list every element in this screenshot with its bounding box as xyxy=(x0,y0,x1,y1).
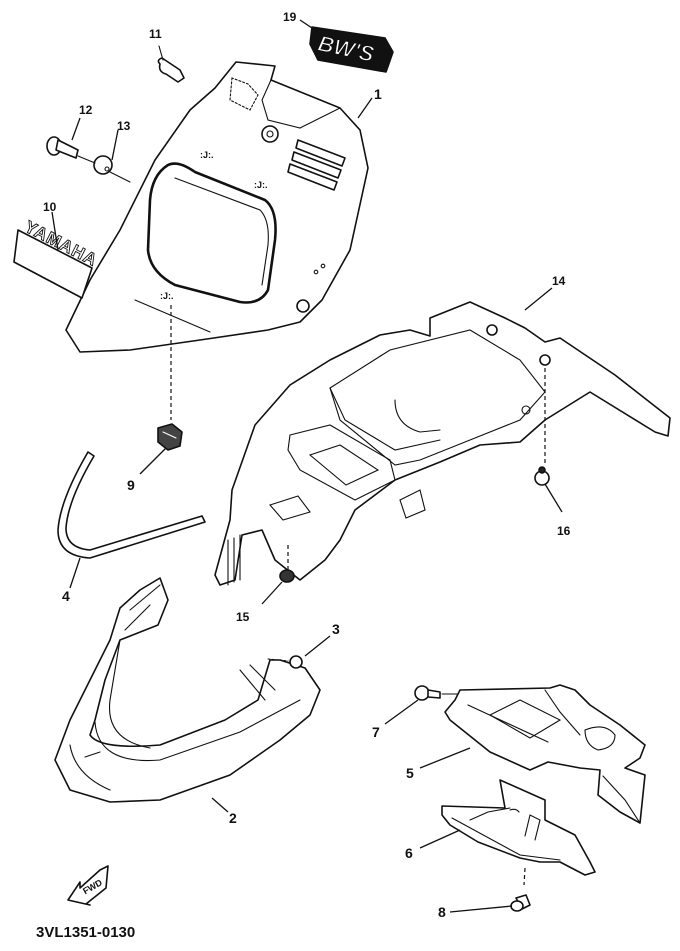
mark: :J:. xyxy=(254,180,268,190)
callout-15: 15 xyxy=(236,610,250,624)
callout-16: 16 xyxy=(557,524,571,538)
bolt-12 xyxy=(46,136,79,159)
screw-3 xyxy=(267,655,303,669)
mark: :J:. xyxy=(200,150,214,160)
callout-10: 10 xyxy=(43,200,57,214)
callout-7: 7 xyxy=(372,724,380,740)
bolt-7 xyxy=(414,685,461,701)
callout-8: 8 xyxy=(438,904,446,920)
leader-lines xyxy=(51,19,563,913)
callout-6: 6 xyxy=(405,845,413,861)
fwd-arrow: FWD xyxy=(67,865,109,906)
collar-13 xyxy=(77,155,131,183)
bws-emblem: BW'S xyxy=(309,26,394,73)
callout-9: 9 xyxy=(127,477,135,493)
callout-13: 13 xyxy=(117,119,131,133)
lower-cover-2 xyxy=(54,577,321,803)
callout-14: 14 xyxy=(552,274,566,288)
nut-16 xyxy=(534,466,550,486)
callout-2: 2 xyxy=(229,810,237,826)
drawing-code: 3VL1351-0130 xyxy=(36,924,135,941)
cover-plate-6 xyxy=(441,779,596,886)
trim-molding-4 xyxy=(57,451,206,559)
grommet-9 xyxy=(157,423,183,451)
screw-11 xyxy=(157,45,185,83)
screw-8 xyxy=(510,894,531,912)
front-cover: :J:. :J:. :J:. xyxy=(65,61,369,420)
nut-15 xyxy=(279,569,295,583)
mark: :J:. xyxy=(160,291,174,301)
callout-1: 1 xyxy=(374,86,382,102)
callout-4: 4 xyxy=(62,588,70,604)
callout-19: 19 xyxy=(283,10,297,24)
inner-panel-14 xyxy=(214,301,671,586)
callout-3: 3 xyxy=(332,621,340,637)
under-cover-5 xyxy=(444,684,646,824)
callout-12: 12 xyxy=(79,103,93,117)
callout-11: 11 xyxy=(149,27,162,41)
callout-5: 5 xyxy=(406,765,414,781)
